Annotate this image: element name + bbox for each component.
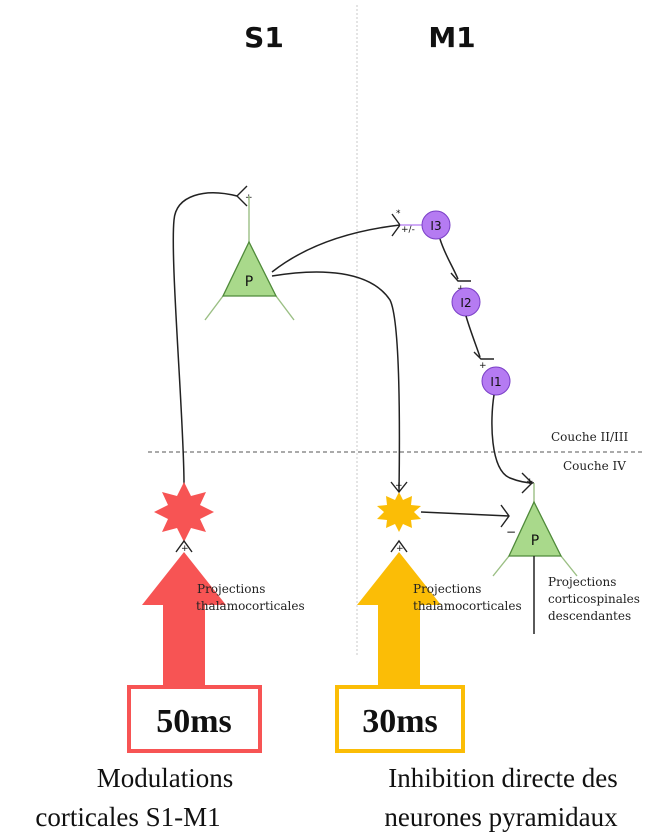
interneuron-i3-label: I3 (430, 219, 441, 233)
left-caption-line-1: Modulations (97, 763, 234, 793)
layer-label-upper: Couche II/III (551, 430, 629, 444)
m1-timing-value: 30ms (362, 703, 438, 740)
right-caption-line-1: Inhibition directe des (388, 763, 617, 793)
m1-pyramidal-cell (507, 500, 563, 557)
header-m1: M1 (428, 21, 475, 54)
s1-projection-label-2: thalamocorticales (196, 599, 305, 613)
corticospinal-label-2: corticospinales (548, 592, 640, 606)
m1-timing-box (335, 685, 465, 753)
i3-axon (439, 238, 459, 280)
m1-inhibitory-sign: − (506, 525, 516, 539)
m1-thalamic-target-cell (377, 492, 421, 532)
m1-projection-label-1: Projections (413, 582, 481, 596)
s1-thalamic-input-arrow (142, 552, 226, 688)
s1-axon-to-i3 (271, 224, 401, 273)
s1-timing-box (127, 685, 262, 753)
i2-axon (465, 315, 481, 358)
m1-basal-dendrite-right (560, 555, 578, 577)
left-caption-line-2: corticales S1-M1 (35, 802, 220, 832)
interneuron-i3 (421, 210, 451, 240)
right-caption-line-2: neurones pyramidaux (384, 802, 618, 832)
header-s1: S1 (244, 21, 284, 54)
i3-synapse-sign-mod: * (396, 209, 401, 219)
m1-pyramidal-label: P (531, 533, 539, 549)
corticospinal-label-1: Projections (548, 575, 616, 589)
m1-inhibitory-synapse (500, 504, 510, 528)
s1-basal-dendrite-right (275, 295, 295, 321)
interneuron-i1 (481, 366, 511, 396)
corticospinal-label-3: descendantes (548, 609, 631, 623)
i1-synapse (473, 351, 494, 360)
s1-timing-value: 50ms (156, 703, 232, 740)
m1-basal-dendrite-left (492, 555, 510, 577)
m1-projection-label-2: thalamocorticales (413, 599, 522, 613)
m1-apical-synapse (521, 472, 533, 494)
m1-thalamic-synapse-sign: + (396, 544, 404, 554)
i1-synapse-sign: + (479, 361, 487, 371)
s1-projection-label-1: Projections (197, 582, 265, 596)
m1-thalamic-synapse (390, 539, 408, 553)
i2-synapse (450, 272, 471, 282)
m1-layer4-synapse-top-sign: + (395, 481, 403, 491)
m1-apical-synapse-sign: + (526, 477, 534, 487)
s1-dendrite-synapse (236, 185, 248, 207)
s1-pyramidal-cell (221, 240, 278, 297)
layer-label-lower: Couche IV (563, 459, 626, 473)
i1-axon (491, 394, 535, 484)
s1-thalamic-synapse-sign: + (181, 544, 189, 554)
s1-feedback-axon (172, 192, 238, 485)
s1-thalamic-target-cell (154, 482, 214, 542)
m1-inhibitory-axon (420, 511, 510, 517)
s1-pyramidal-label: P (245, 274, 253, 290)
i3-synapse-sign: +/- (401, 225, 415, 235)
interneuron-i2-label: I2 (460, 296, 471, 310)
m1-thalamic-input-arrow (357, 552, 441, 688)
s1-thalamic-synapse (175, 539, 193, 553)
s1-axon-to-m1-layer4 (271, 271, 401, 493)
s1-basal-dendrite-left (204, 295, 224, 321)
m1-layer4-synapse-top (390, 481, 408, 494)
interneuron-i1-label: I1 (490, 375, 501, 389)
